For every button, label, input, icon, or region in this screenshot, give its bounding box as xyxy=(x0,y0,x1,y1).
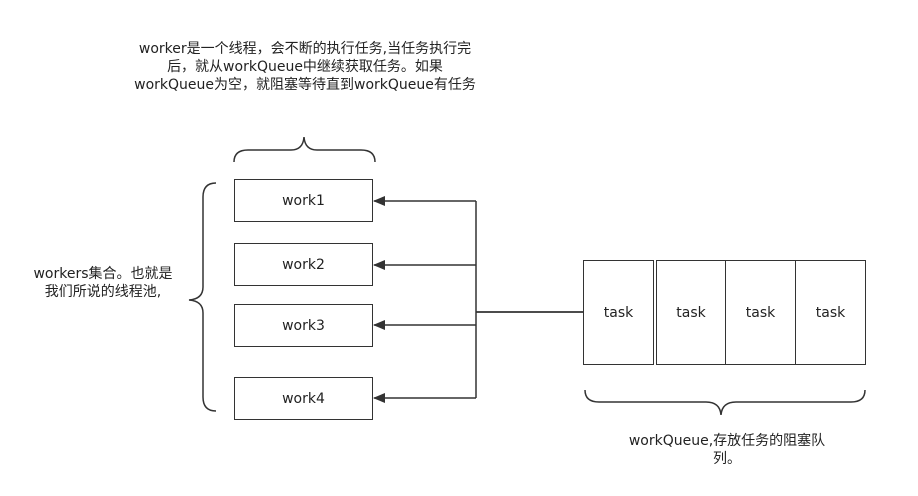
task-label: task xyxy=(603,304,634,321)
worker-label: work2 xyxy=(282,256,325,273)
worker-note: worker是一个线程，会不断的执行任务,当任务执行完后，就从workQueue… xyxy=(134,41,476,93)
pool-note: workers集合。也就是我们所说的线程池, xyxy=(33,266,173,300)
task-label: task xyxy=(676,304,706,321)
task-label: task xyxy=(815,304,846,321)
task-box-4: task xyxy=(795,260,866,365)
task-box-1: task xyxy=(583,260,654,365)
task-label: task xyxy=(745,304,776,321)
worker-label: work3 xyxy=(282,317,325,334)
worker-box-2: work2 xyxy=(234,243,373,286)
worker-box-4: work4 xyxy=(234,377,373,420)
queue-note: workQueue,存放任务的阻塞队列。 xyxy=(628,433,826,467)
task-box-2: task xyxy=(656,260,726,365)
worker-box-3: work3 xyxy=(234,304,373,347)
worker-label: work4 xyxy=(282,390,325,407)
top-brace xyxy=(233,136,376,163)
worker-box-1: work1 xyxy=(234,179,373,222)
bottom-brace xyxy=(584,389,866,416)
left-brace xyxy=(188,182,217,412)
task-box-3: task xyxy=(725,260,796,365)
worker-label: work1 xyxy=(282,192,325,209)
